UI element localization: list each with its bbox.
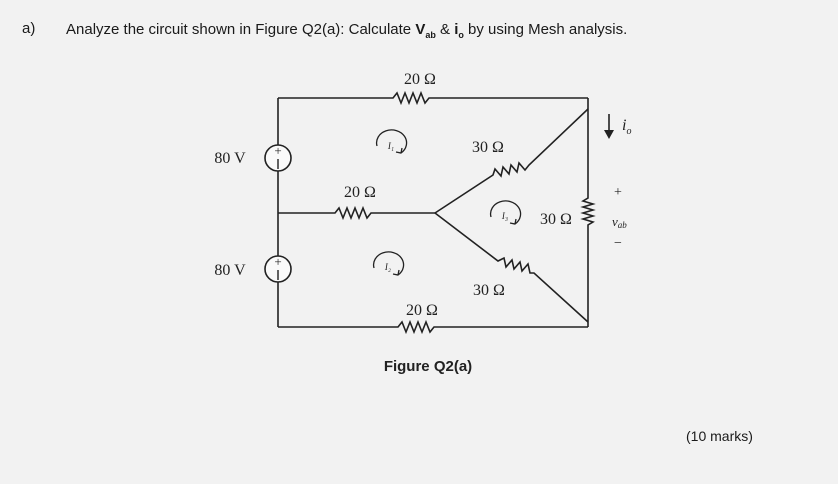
resistor-lower-diagonal-label: 30 Ω [473, 282, 505, 299]
source-bottom-plus: + [274, 254, 281, 269]
mesh-i3-label: I₃ [501, 211, 508, 221]
wire-middle [278, 205, 435, 221]
marks-label: (10 marks) [686, 428, 753, 444]
source-top-label: 80 V [214, 150, 246, 167]
question-number: a) [22, 20, 36, 37]
source-bottom-label: 80 V [214, 262, 246, 279]
question-text: Analyze the circuit shown in Figure Q2(a… [66, 21, 627, 40]
wire-top [278, 90, 588, 106]
voltage-source-top: + [264, 143, 292, 172]
figure-caption: Figure Q2(a) [384, 358, 472, 375]
wire-lower-diagonal [434, 212, 589, 323]
vab-symbol: Vab [415, 21, 436, 40]
wire-right [580, 98, 596, 327]
wire-upper-diagonal [434, 108, 589, 214]
question-amp: & [435, 21, 455, 38]
mesh-i1-arrow [375, 129, 408, 154]
vab-label: vab [612, 214, 627, 230]
voltage-source-bottom: + [264, 254, 292, 283]
vab-plus: + [614, 185, 622, 200]
source-top-plus: + [274, 143, 281, 158]
resistor-center-label: 30 Ω [540, 211, 572, 228]
wire-bottom [278, 319, 588, 335]
current-io-label: io [622, 117, 631, 137]
resistor-upper-diagonal-label: 30 Ω [472, 139, 504, 156]
io-symbol: io [454, 21, 464, 40]
question-text-end: by using Mesh analysis. [463, 21, 628, 38]
mesh-i2-label: I₂ [384, 262, 391, 272]
resistor-mid-left-label: 20 Ω [344, 184, 376, 201]
question-text-start: Analyze the circuit shown in Figure Q2(a… [66, 21, 416, 38]
current-io-arrow [604, 114, 614, 139]
mesh-i1-label: I₁ [387, 141, 394, 151]
resistor-bottom-label: 20 Ω [406, 302, 438, 319]
vab-minus: − [614, 236, 622, 251]
mesh-i2-arrow [372, 251, 405, 276]
resistor-top-label: 20 Ω [404, 71, 436, 88]
mesh-i3-arrow [489, 200, 522, 225]
